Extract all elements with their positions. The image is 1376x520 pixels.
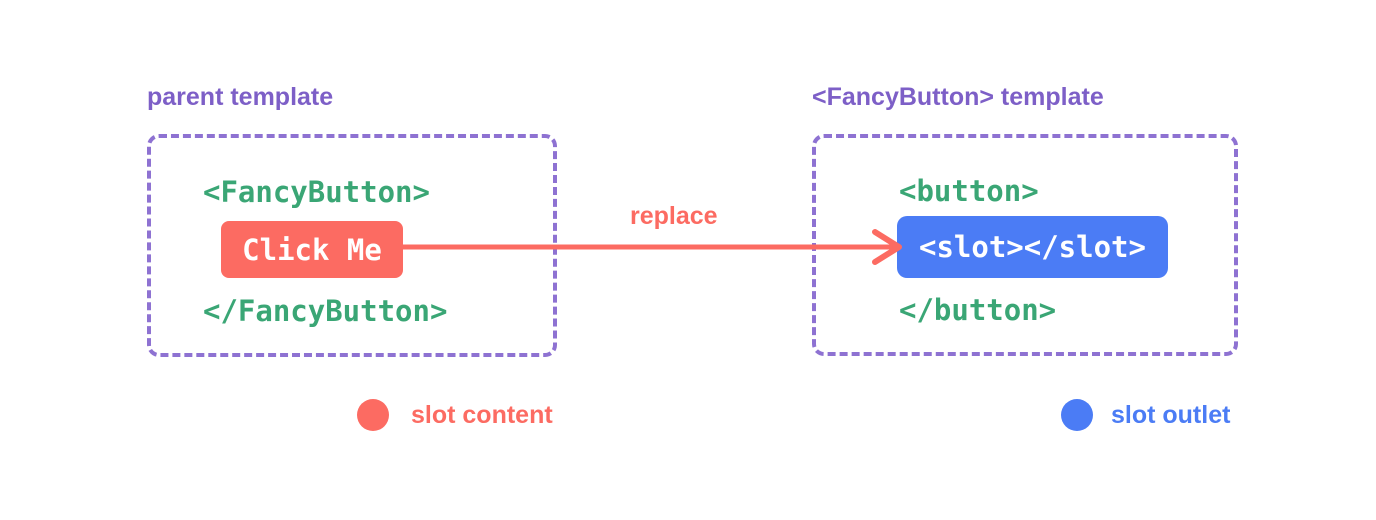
- fancybutton-close-tag: </FancyButton>: [203, 294, 448, 328]
- fancybutton-template-title: <FancyButton> template: [812, 83, 1104, 111]
- slot-outlet-legend-label: slot outlet: [1111, 401, 1231, 429]
- arrowhead-icon: [872, 229, 902, 265]
- button-open-tag: <button>: [899, 174, 1039, 208]
- replace-arrow: [402, 229, 902, 265]
- replace-label: replace: [630, 202, 718, 230]
- fancybutton-open-tag: <FancyButton>: [203, 175, 430, 209]
- button-close-tag: </button>: [899, 293, 1057, 327]
- slot-content-legend-label: slot content: [411, 401, 553, 429]
- parent-template-title: parent template: [147, 83, 334, 111]
- click-me-button: Click Me: [221, 221, 403, 278]
- slot-outlet-dot-icon: [1061, 399, 1093, 431]
- slot-content-dot-icon: [357, 399, 389, 431]
- slot-outlet-box: <slot></slot>: [897, 216, 1168, 278]
